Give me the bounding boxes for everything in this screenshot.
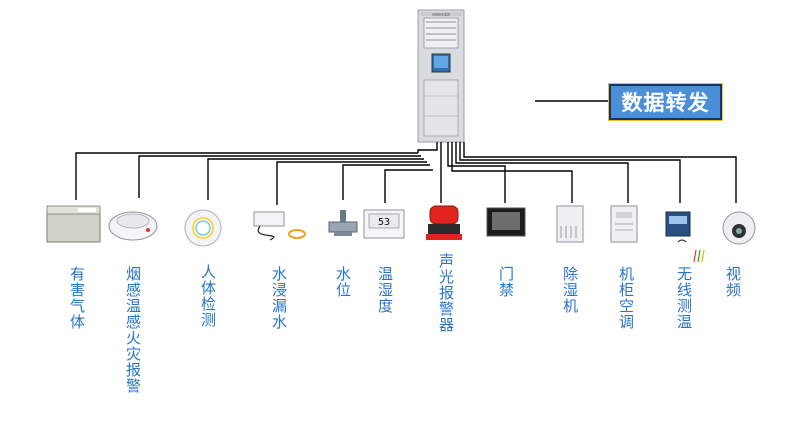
device-label-gas: 有害气体 [68, 266, 86, 330]
dehumidifier-icon [556, 205, 584, 243]
device-label-smoke-fire: 烟感温感火灾报警 [124, 266, 142, 394]
water-level-sensor-icon [328, 210, 358, 236]
cabinet-badge: 系统综合监控 [432, 12, 450, 17]
device-label-siren: 声光报警器 [437, 253, 455, 333]
device-label-cabinet-ac: 机柜空调 [617, 266, 635, 330]
dome-camera-icon [722, 211, 756, 245]
siren-alarm-icon [426, 205, 462, 240]
water-leak-sensor-icon [253, 211, 306, 241]
smoke-detector-icon [108, 211, 158, 241]
wireless-temp-icon [665, 211, 705, 263]
device-label-water-leak: 水浸漏水 [270, 266, 288, 330]
access-control-icon [486, 207, 526, 237]
cabinet-ac-icon [610, 205, 638, 243]
device-label-dehumidifier: 除湿机 [561, 266, 579, 314]
connection-lines [75, 142, 737, 205]
device-label-video: 视频 [724, 266, 742, 298]
device-label-access: 门禁 [497, 266, 515, 298]
device-label-wireless-temp: 无线测温 [675, 266, 693, 330]
device-label-motion: 人体检测 [199, 264, 217, 328]
svg-text:53: 53 [378, 217, 390, 228]
data-forwarding-box: 数据转发 [609, 84, 722, 120]
motion-sensor-icon [184, 209, 222, 247]
data-forwarding-label: 数据转发 [621, 91, 710, 115]
server-cabinet: 系统综合监控 [417, 9, 465, 143]
temp-humidity-meter-icon: 53 [363, 209, 405, 239]
device-label-water-level: 水位 [334, 266, 352, 298]
device-label-temp-humidity: 温湿度 [376, 266, 394, 314]
gas-detector-icon [46, 205, 101, 243]
